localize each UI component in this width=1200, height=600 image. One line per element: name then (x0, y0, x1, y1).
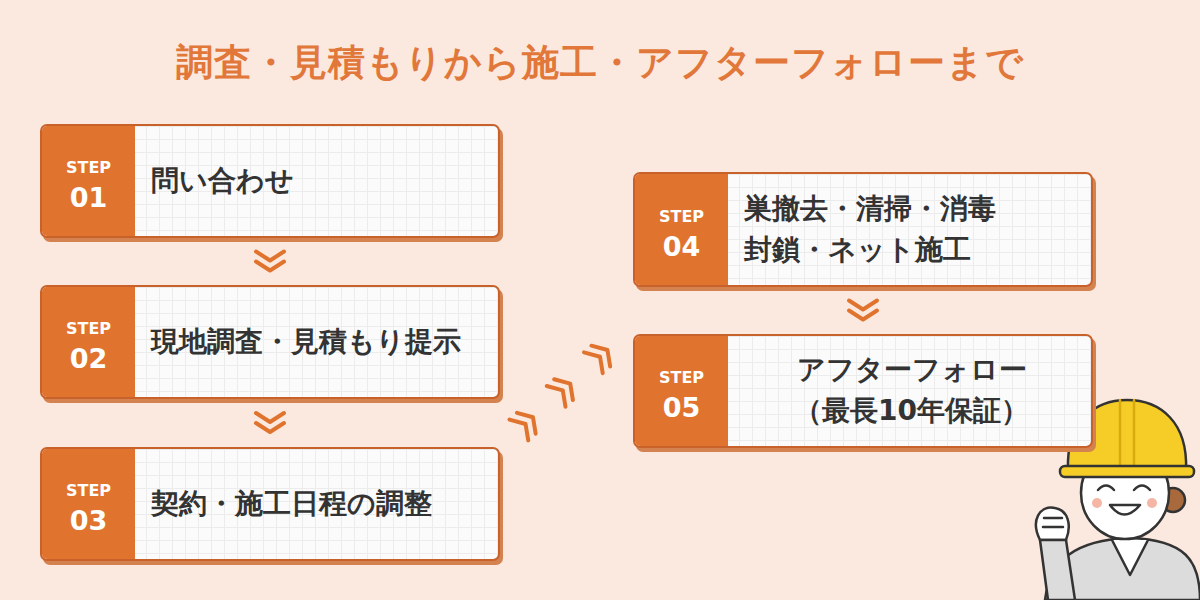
step-number: STEP 05 (652, 357, 712, 425)
chevron (547, 386, 566, 407)
step-label: 巣撤去・清掃・消毒 封鎖・ネット施工 (744, 189, 1079, 270)
step-box: STEP 02 現地調査・見積もり提示 (40, 285, 500, 399)
step-tab: STEP 03 (42, 449, 135, 559)
step-label: 契約・施工日程の調整 (151, 484, 432, 525)
step-body: 問い合わせ (135, 126, 498, 236)
chevron (256, 423, 284, 432)
step-label: 現地調査・見積もり提示 (151, 322, 461, 363)
chevron-connector (509, 346, 610, 441)
step-body: アフターフォロー （最長10年保証） (728, 336, 1091, 446)
chevron (517, 413, 536, 434)
step-body: 現地調査・見積もり提示 (135, 287, 498, 397)
chevron (256, 413, 284, 422)
chevron-connector (849, 301, 877, 320)
step-tab: STEP 05 (635, 336, 728, 446)
step-label: 問い合わせ (151, 161, 294, 202)
step-tab: STEP 01 (42, 126, 135, 236)
chevron-connector (256, 252, 284, 271)
chevron-connector (256, 413, 284, 432)
chevron (509, 420, 528, 441)
chevron (849, 301, 877, 310)
chevron (256, 252, 284, 261)
chevron (849, 311, 877, 320)
step-number: STEP 04 (652, 196, 712, 264)
step-tab: STEP 02 (42, 287, 135, 397)
step-tab: STEP 04 (635, 174, 728, 285)
diagram-title: 調査・見積もりから施工・アフターフォローまで (0, 38, 1200, 88)
step-body: 契約・施工日程の調整 (135, 449, 498, 559)
chevron (584, 352, 603, 373)
step-number: STEP 02 (59, 308, 119, 376)
step-body: 巣撤去・清掃・消毒 封鎖・ネット施工 (728, 174, 1091, 285)
step-box: STEP 03 契約・施工日程の調整 (40, 447, 500, 561)
step-number: STEP 03 (59, 470, 119, 538)
chevron (591, 346, 610, 367)
chevron (554, 379, 573, 400)
step-label: アフターフォロー （最長10年保証） (744, 350, 1079, 431)
step-box: STEP 01 問い合わせ (40, 124, 500, 238)
step-box: STEP 05 アフターフォロー （最長10年保証） (633, 334, 1093, 448)
step-box: STEP 04 巣撤去・清掃・消毒 封鎖・ネット施工 (633, 172, 1093, 287)
chevron (256, 262, 284, 271)
step-number: STEP 01 (59, 147, 119, 215)
